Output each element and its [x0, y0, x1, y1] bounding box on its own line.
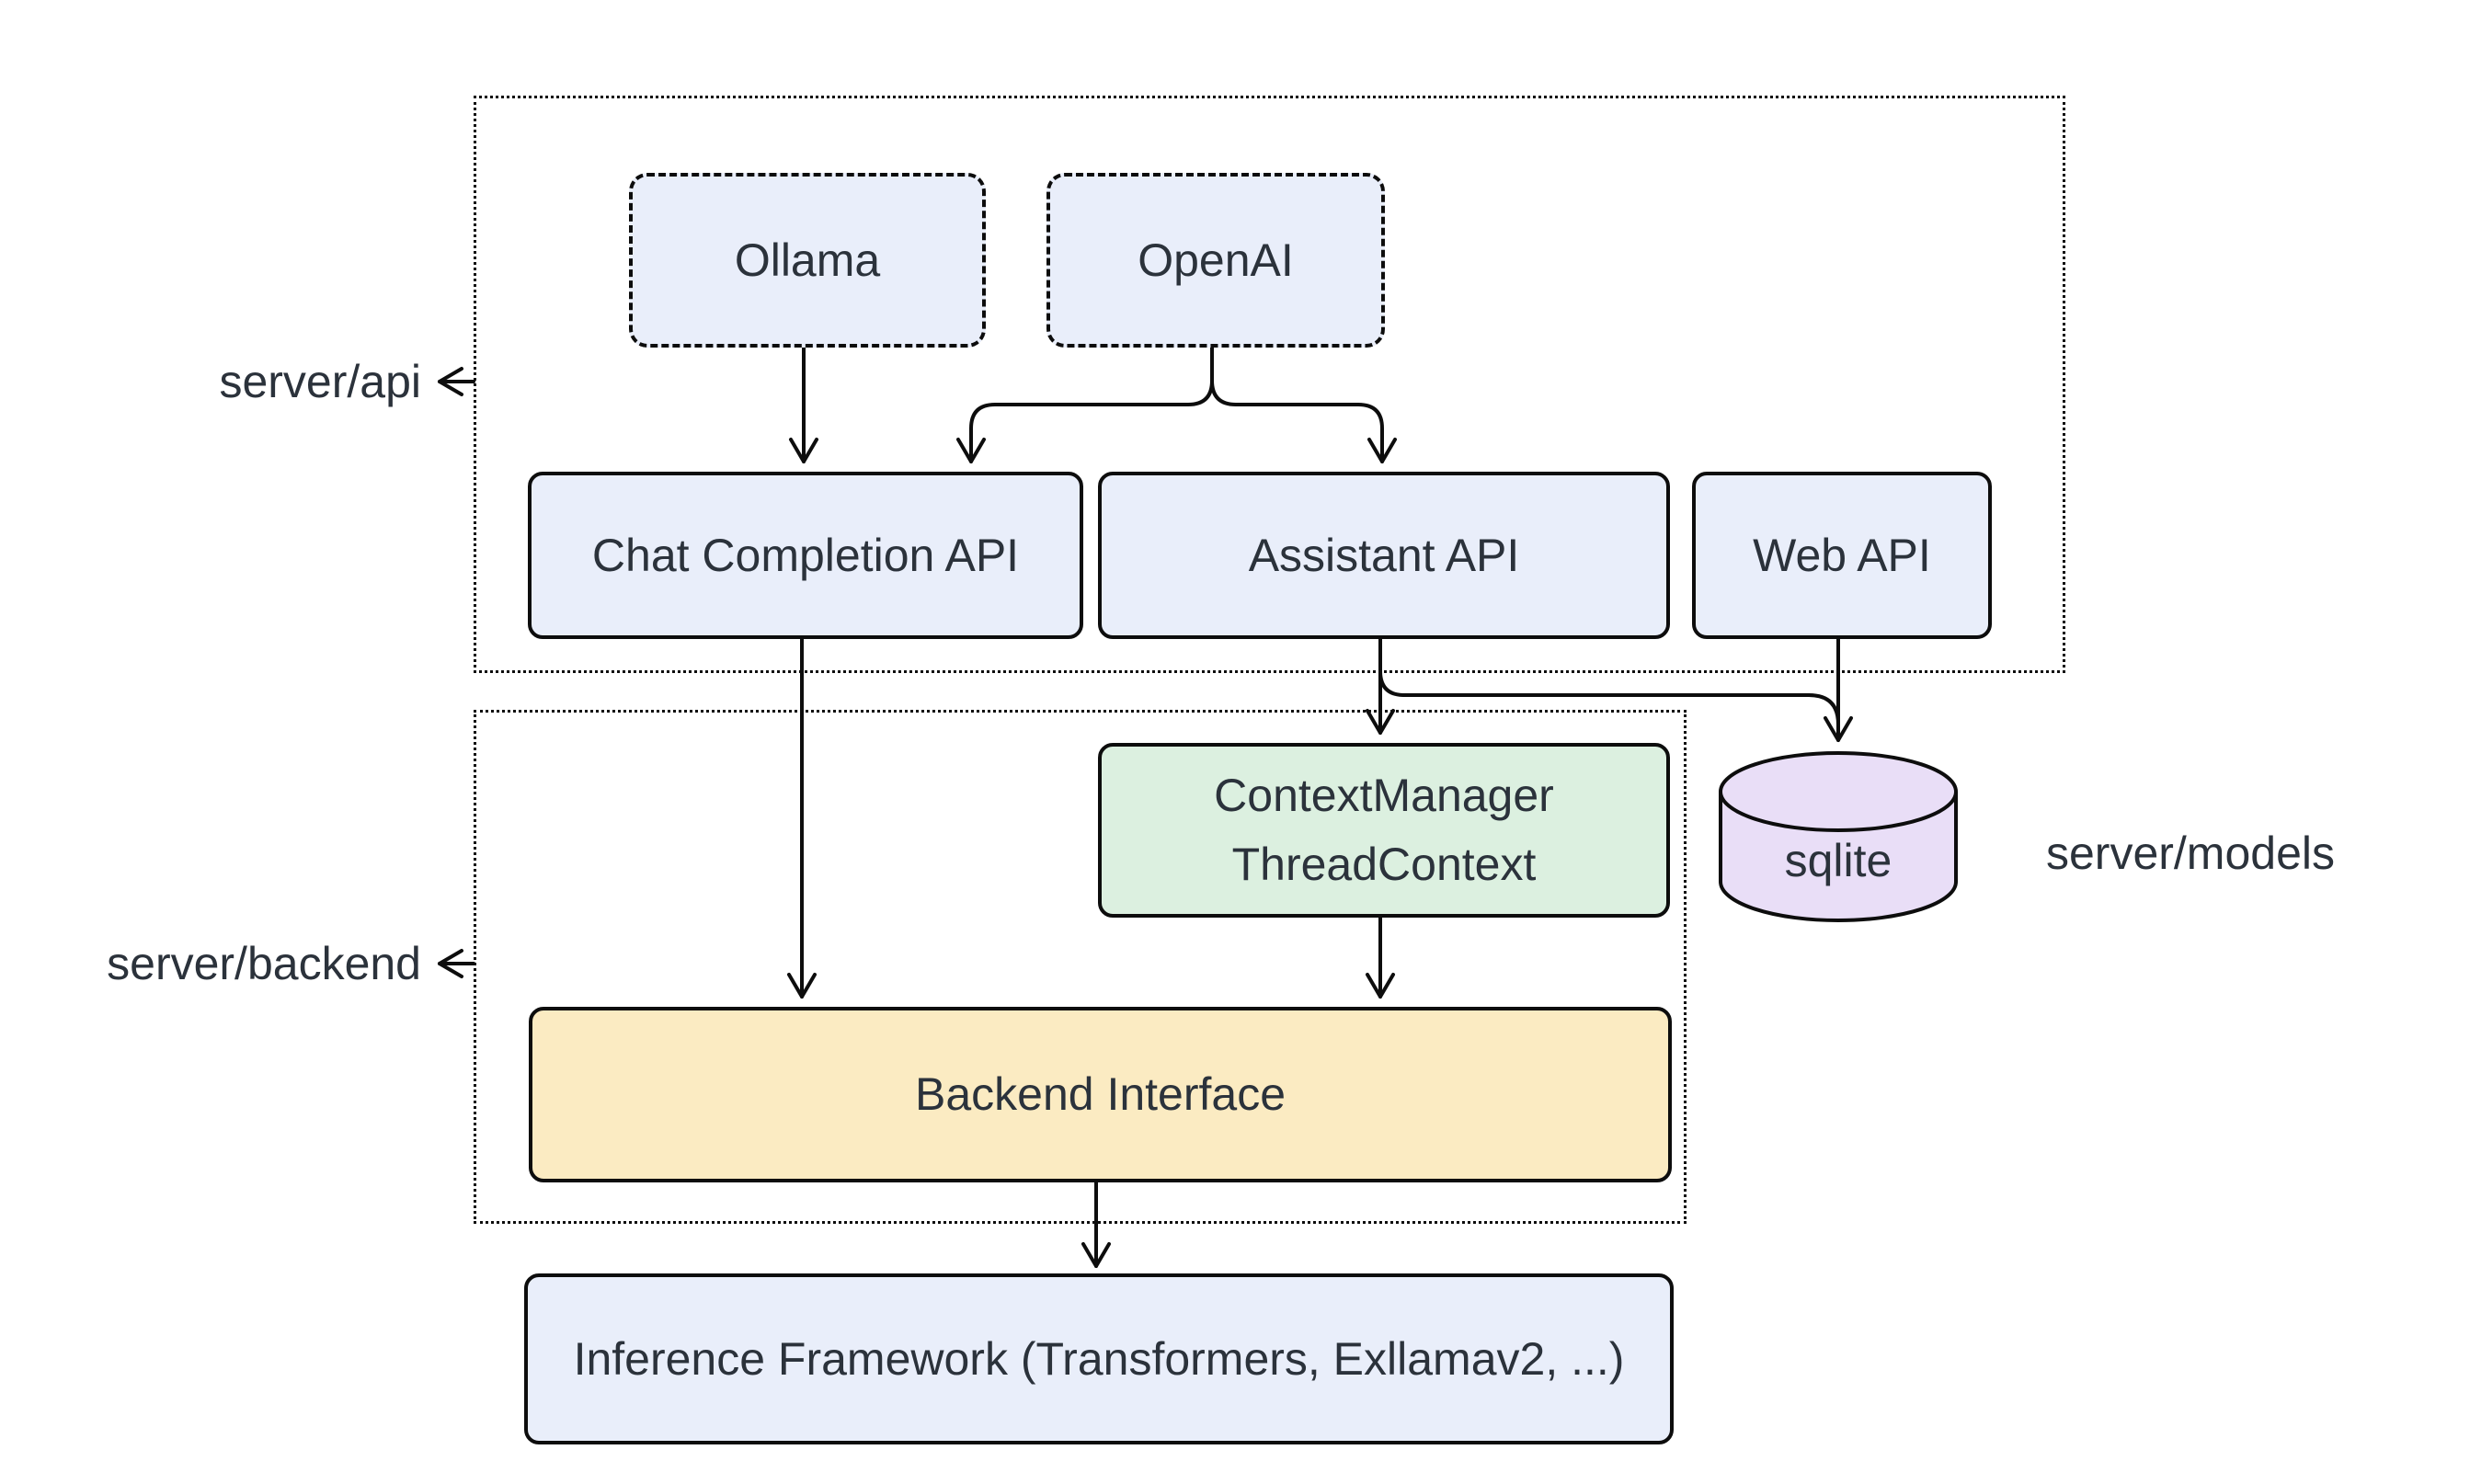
node-chat-completion-api: Chat Completion API — [528, 472, 1083, 639]
node-context-manager-line2: ThreadContext — [1231, 839, 1537, 890]
node-assistant-api: Assistant API — [1098, 472, 1670, 639]
sqlite-cylinder — [1719, 751, 1958, 922]
group-server-api — [474, 96, 2065, 673]
node-ollama-label: Ollama — [734, 234, 881, 286]
node-web-api: Web API — [1692, 472, 1992, 639]
node-context-manager-line1: ContextManager — [1214, 770, 1554, 821]
node-sqlite-label: sqlite — [1784, 835, 1893, 886]
group-server-backend — [474, 710, 1687, 1224]
node-openai-label: OpenAI — [1138, 234, 1294, 286]
node-backend-interface: Backend Interface — [529, 1007, 1672, 1182]
node-ollama: Ollama — [629, 173, 986, 348]
label-server-api: server/api — [219, 356, 421, 407]
arrow-openai-to-chat-completion — [956, 341, 1214, 463]
node-context-manager: ContextManager ThreadContext — [1098, 743, 1670, 918]
arrow-openai-to-assistant — [1210, 341, 1397, 463]
node-openai: OpenAI — [1046, 173, 1385, 348]
node-web-api-label: Web API — [1753, 529, 1931, 581]
label-server-backend: server/backend — [107, 938, 421, 989]
node-inference-framework: Inference Framework (Transformers, Exlla… — [524, 1273, 1674, 1444]
node-backend-interface-label: Backend Interface — [914, 1068, 1286, 1120]
node-inference-framework-label: Inference Framework (Transformers, Exlla… — [573, 1332, 1625, 1385]
node-chat-completion-api-label: Chat Completion API — [591, 529, 1020, 581]
label-server-models: server/models — [2046, 828, 2335, 879]
node-assistant-api-label: Assistant API — [1248, 529, 1520, 581]
